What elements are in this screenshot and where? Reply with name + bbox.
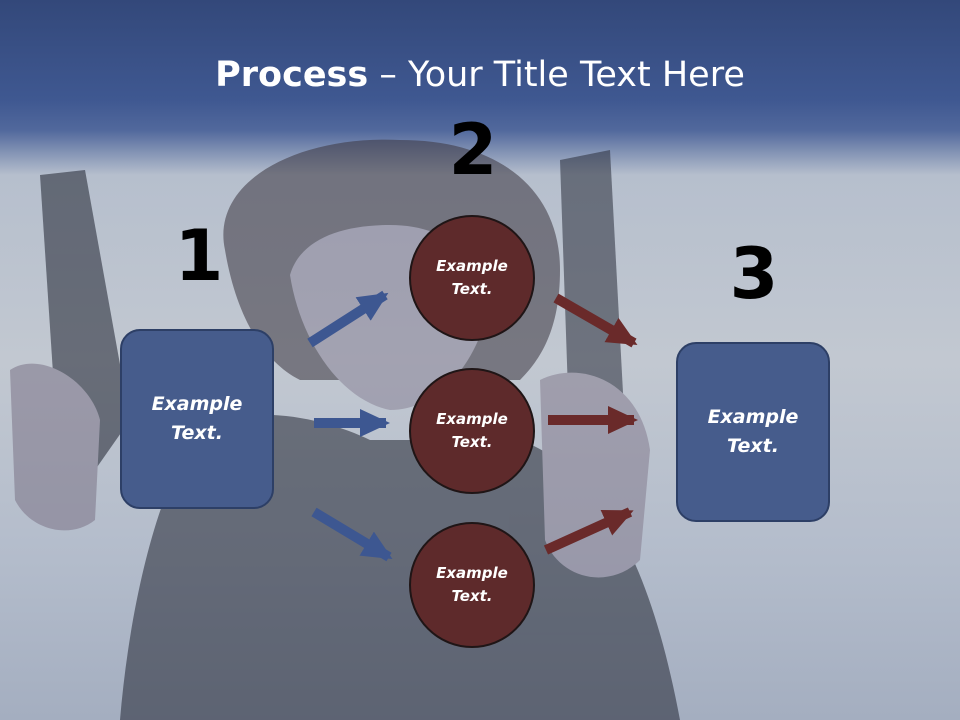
title-bold: Process bbox=[215, 55, 369, 95]
step-number-3: 3 bbox=[729, 233, 779, 315]
circle-bottom-label: Example Text. bbox=[436, 564, 508, 605]
step-2-circle-top: Example Text. bbox=[409, 215, 535, 341]
step-2-circle-middle: Example Text. bbox=[409, 368, 535, 494]
circle-top-label: Example Text. bbox=[436, 257, 508, 298]
step-3-label: Example Text. bbox=[707, 406, 799, 457]
step-1-label: Example Text. bbox=[151, 393, 243, 444]
step-1-box: Example Text. bbox=[120, 329, 274, 509]
title-rest: – Your Title Text Here bbox=[368, 55, 745, 95]
arrow-1-to-2-top bbox=[307, 290, 389, 348]
arrow-1-to-2-bottom bbox=[311, 507, 393, 562]
step-2-circle-bottom: Example Text. bbox=[409, 522, 535, 648]
step-number-1: 1 bbox=[174, 215, 224, 297]
arrow-2-to-3-top bbox=[553, 293, 638, 348]
circle-middle-label: Example Text. bbox=[436, 410, 508, 451]
slide-title: Process – Your Title Text Here bbox=[0, 52, 960, 98]
step-number-2: 2 bbox=[448, 109, 498, 191]
arrow-2-to-3-bottom bbox=[543, 507, 634, 555]
step-3-box: Example Text. bbox=[676, 342, 830, 522]
